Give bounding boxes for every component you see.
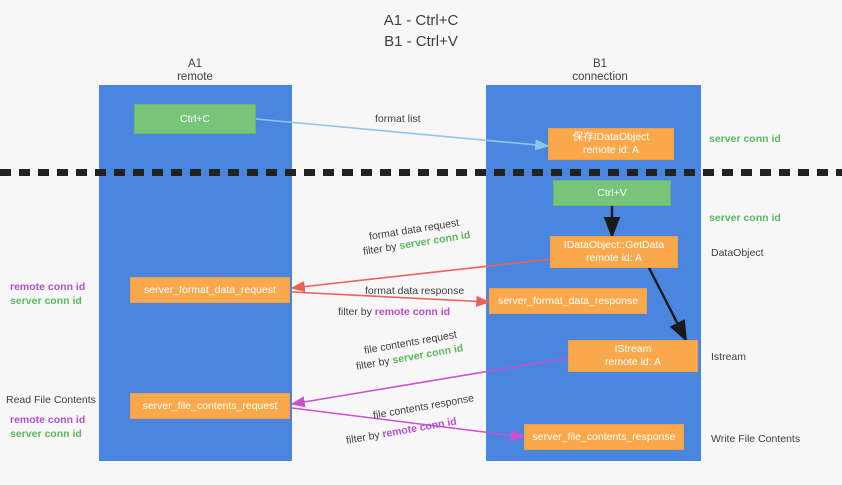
filter-prefix-2: filter by [338,306,375,318]
annotation-right-server-conn-id-top: server conn id [709,133,781,145]
diagram-title: A1 - Ctrl+C B1 - Ctrl+V [0,10,842,52]
filter-prefix-3: filter by [355,354,394,373]
filter-prefix-4: filter by [345,428,384,447]
lane-header-a1: A1 remote [130,58,260,84]
annotation-right-write-file-contents: Write File Contents [711,433,801,445]
annotation-right-dataobject: DataObject [711,247,764,259]
node-save-idataobject[interactable]: 保存IDataObject remote id: A [548,128,674,160]
lane-a1-name: A1 [187,58,203,70]
lane-b1-name: B1 [592,58,608,70]
phase-separator-dashed-line [0,169,842,176]
title-line-1: A1 - Ctrl+C [383,12,459,29]
node-ctrl-v[interactable]: Ctrl+V [553,180,671,206]
node-server-file-contents-request[interactable]: server_file_contents_request [130,393,290,419]
node-server-file-contents-response[interactable]: server_file_contents_response [524,424,684,450]
lane-header-b1: B1 connection [535,58,665,84]
node-server-format-data-response-label: server_format_data_response [497,294,639,307]
node-ctrl-c-label: Ctrl+C [179,112,211,125]
lane-a1-sub: remote [177,71,213,83]
node-istream-line1: IStream [614,343,652,355]
edge-label-file-contents-response: file contents response [372,392,475,422]
filter-prefix-1: filter by [362,240,401,258]
node-getdata-line1: IDataObject::GetData [563,239,665,251]
annotation-left-server-conn-id-2: server conn id [10,428,82,440]
annotation-right-istream: Istream [711,351,747,363]
title-line-2: B1 - Ctrl+V [384,33,458,50]
node-istream[interactable]: IStream remote id: A [568,340,698,372]
node-server-file-contents-request-label: server_file_contents_request [142,399,278,412]
edge-label-format-list: format list [375,113,421,125]
node-ctrl-v-label: Ctrl+V [597,186,627,199]
node-save-idataobject-line2: remote id: A [582,144,639,156]
annotation-left-server-conn-id-1: server conn id [10,295,82,307]
edge-label-format-data-response: format data response [365,285,465,297]
node-server-format-data-response[interactable]: server_format_data_response [489,288,647,314]
filter-key-remote-conn-id-1: remote conn id [374,306,451,318]
annotation-left-read-file-contents: Read File Contents [6,394,96,406]
node-server-format-data-request[interactable]: server_format_data_request [130,277,290,303]
annotation-left-remote-conn-id-2: remote conn id [10,414,86,426]
annotation-right-server-conn-id-mid: server conn id [709,212,781,224]
annotation-left-remote-conn-id-1: remote conn id [10,281,86,293]
node-idataobject-getdata[interactable]: IDataObject::GetData remote id: A [550,236,678,268]
node-server-file-contents-response-label: server_file_contents_response [532,430,676,443]
edge-label-format-data-response-filter: filter by remote conn id [338,305,450,319]
node-getdata-line2: remote id: A [585,252,642,264]
node-save-idataobject-line1: 保存IDataObject [572,131,650,143]
node-server-format-data-request-label: server_format_data_request [144,283,276,296]
node-istream-line2: remote id: A [604,356,662,368]
lane-b1-sub: connection [572,71,628,83]
edge-label-file-contents-response-filter: filter by remote conn id [345,415,458,448]
node-ctrl-c[interactable]: Ctrl+C [134,104,256,134]
